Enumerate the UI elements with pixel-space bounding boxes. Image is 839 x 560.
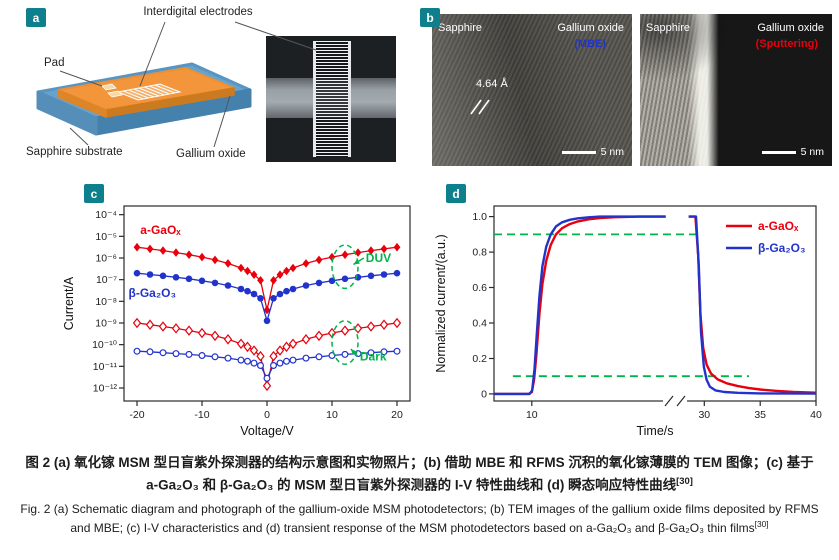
sapphire-substrate-label: Sapphire substrate (26, 146, 123, 158)
svg-text:10⁻⁸: 10⁻⁸ (95, 296, 117, 308)
lattice-fringe-marks-icon (470, 99, 490, 115)
scale-bar-sput: 5 nm (761, 146, 824, 158)
svg-text:β-Ga₂O₃: β-Ga₂O₃ (758, 241, 806, 255)
svg-text:Time/s: Time/s (636, 424, 673, 438)
interdigital-electrodes-label: Interdigital electrodes (143, 6, 253, 18)
scale-bar-text: 5 nm (600, 146, 624, 158)
panel-b-label: b (420, 8, 440, 27)
svg-text:10⁻⁵: 10⁻⁵ (95, 231, 117, 243)
panel-a-label: a (26, 8, 46, 27)
svg-text:35: 35 (754, 409, 766, 421)
scale-bar-line (761, 150, 796, 154)
svg-text:a-GaOₓ: a-GaOₓ (758, 219, 799, 233)
svg-text:1.0: 1.0 (472, 211, 487, 223)
caption-chinese: 图 2 (a) 氧化镓 MSM 型日盲紫外探测器的结构示意图和实物照片；(b) … (24, 452, 816, 496)
scale-bar-text: 5 nm (800, 146, 824, 158)
scale-bar-mbe: 5 nm (561, 146, 624, 158)
svg-text:40: 40 (810, 409, 822, 421)
tem-mbe-method-label: (MBE) (574, 38, 606, 50)
svg-text:Normalized current/(a.u.): Normalized current/(a.u.) (434, 234, 448, 372)
svg-text:10: 10 (326, 409, 338, 421)
svg-text:0.6: 0.6 (472, 282, 487, 294)
svg-text:10: 10 (526, 409, 538, 421)
svg-text:0.2: 0.2 (472, 353, 487, 365)
svg-text:10⁻¹⁰: 10⁻¹⁰ (92, 339, 118, 351)
tem-image-sputtering: Sapphire Gallium oxide (Sputtering) 5 nm (640, 14, 832, 166)
panel-c-label: c (84, 184, 104, 203)
svg-text:0: 0 (264, 409, 270, 421)
pad-label: Pad (44, 57, 65, 69)
caption-chinese-text: 图 2 (a) 氧化镓 MSM 型日盲紫外探测器的结构示意图和实物照片；(b) … (25, 455, 814, 493)
svg-text:30: 30 (698, 409, 710, 421)
svg-text:a-GaOₓ: a-GaOₓ (140, 223, 181, 237)
gallium-oxide-label: Gallium oxide (176, 148, 246, 160)
tem-sput-sapphire-label: Sapphire (646, 22, 691, 34)
svg-text:10⁻⁶: 10⁻⁶ (95, 253, 117, 265)
pad-shape (101, 83, 123, 98)
caption-english-text: Fig. 2 (a) Schematic diagram and photogr… (20, 502, 819, 535)
iv-chart: -20 -10 0 10 20 10⁻⁴ 10⁻⁵ 10⁻⁶ 10⁻⁷ 10⁻⁸ 10⁻⁹ 10⁻¹⁰… (62, 205, 411, 438)
tem-mbe-film-label: Gallium oxide (557, 22, 624, 34)
svg-text:Current/A: Current/A (62, 276, 76, 330)
svg-text:DUV: DUV (366, 251, 391, 265)
gallium-oxide-layer-shape (57, 67, 235, 118)
svg-text:Voltage/V: Voltage/V (240, 424, 294, 438)
svg-text:10⁻⁴: 10⁻⁴ (95, 209, 117, 221)
tem-image-mbe: Sapphire Gallium oxide (MBE) 4.64 Å 5 nm (432, 14, 632, 166)
panel-d-label: d (446, 184, 466, 203)
tem-sput-method-label: (Sputtering) (755, 38, 818, 50)
photo-interdigital-comb (313, 41, 351, 157)
device-photograph (266, 36, 396, 162)
svg-text:10⁻⁷: 10⁻⁷ (96, 274, 117, 286)
tem-mbe-sapphire-label: Sapphire (438, 22, 483, 34)
caption-english-ref: [30] (754, 519, 769, 529)
svg-text:-20: -20 (129, 409, 144, 421)
tem-sput-film-label: Gallium oxide (757, 22, 824, 34)
svg-text:10⁻¹²: 10⁻¹² (93, 383, 118, 395)
svg-text:-10: -10 (194, 409, 209, 421)
svg-text:0: 0 (481, 388, 487, 400)
svg-text:20: 20 (391, 409, 403, 421)
caption-chinese-ref: [30] (676, 475, 693, 487)
svg-text:0.8: 0.8 (472, 247, 487, 259)
svg-text:Dark: Dark (360, 350, 387, 364)
svg-text:10⁻⁹: 10⁻⁹ (95, 318, 117, 330)
scale-bar-line (561, 150, 596, 154)
lattice-spacing-label: 4.64 Å (476, 78, 508, 90)
caption-english: Fig. 2 (a) Schematic diagram and photogr… (17, 500, 823, 537)
svg-text:β-Ga₂O₃: β-Ga₂O₃ (129, 286, 177, 300)
interdigital-electrodes-shape (116, 83, 182, 101)
svg-text:0.4: 0.4 (472, 318, 487, 330)
svg-text:10⁻¹¹: 10⁻¹¹ (93, 361, 118, 373)
sapphire-substrate-shape (36, 62, 252, 136)
